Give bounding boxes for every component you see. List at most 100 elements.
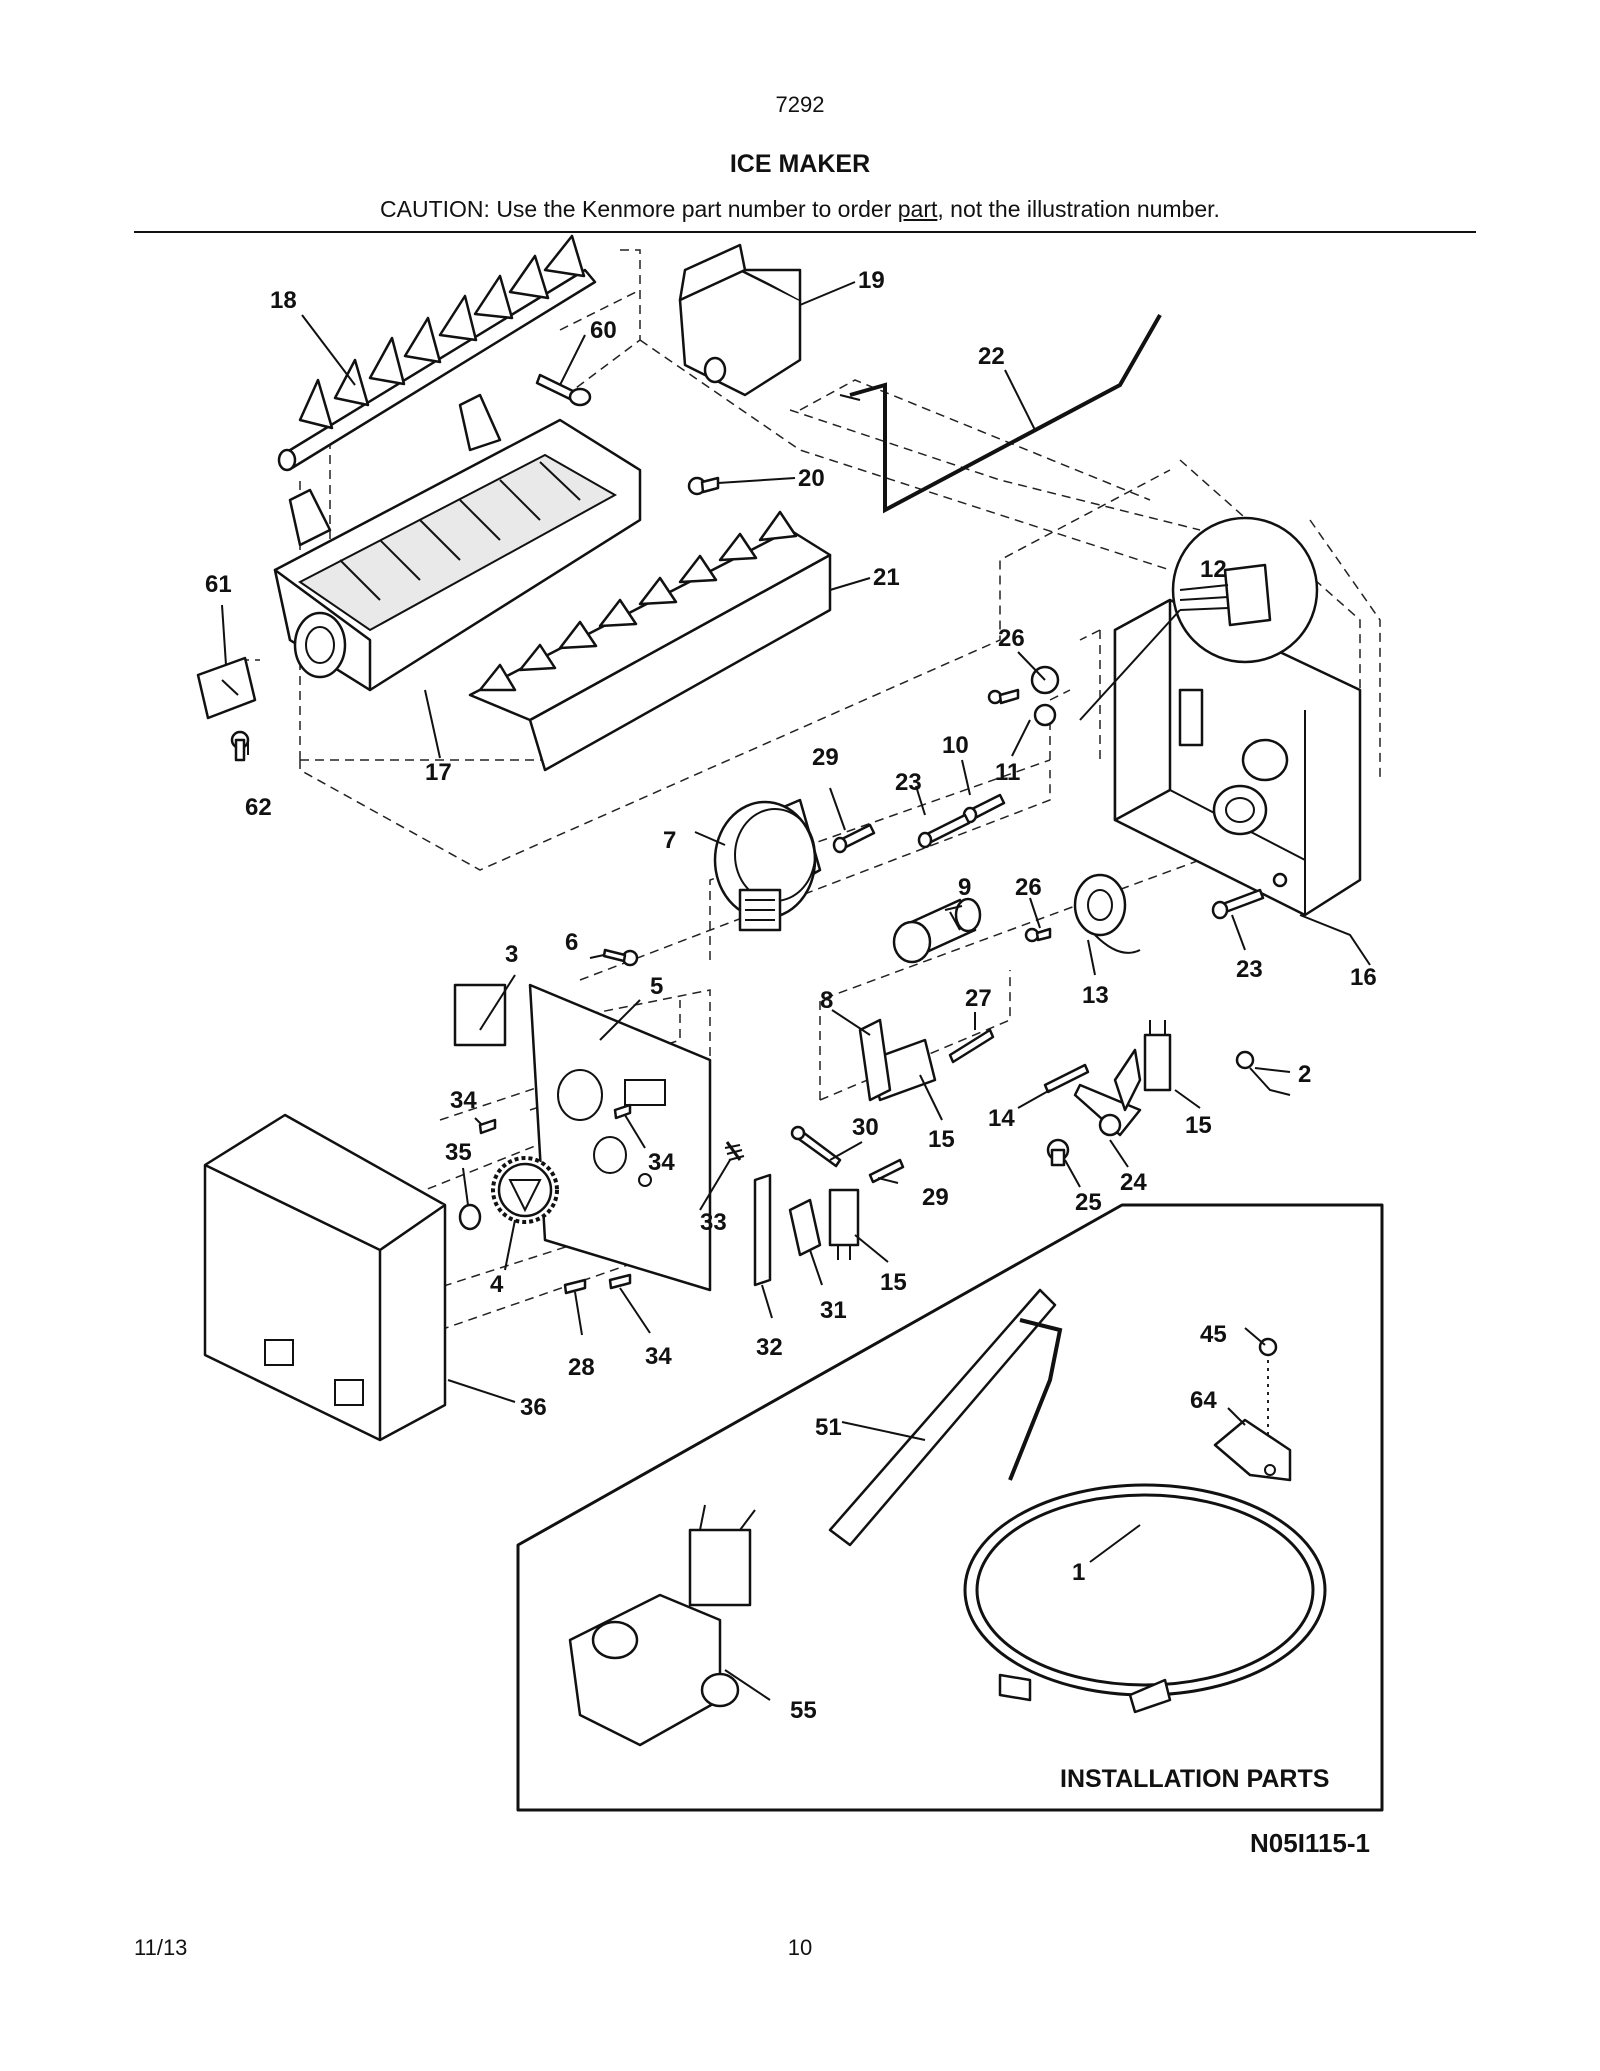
- lever-24-part: [1073, 1048, 1142, 1137]
- callout-60: 60: [590, 317, 617, 344]
- cover-31-part: [788, 1198, 822, 1257]
- drawing-code: N05I115-1: [1250, 1828, 1370, 1858]
- callout-23-right: 23: [1236, 956, 1263, 983]
- page-number: 10: [787, 1935, 813, 1960]
- callout-30: 30: [852, 1114, 879, 1141]
- callout-34-c: 34: [645, 1343, 672, 1370]
- caution-note: CAUTION: Use the Kenmore part number to …: [0, 196, 1600, 223]
- fill-tube-part: [1008, 1318, 1063, 1481]
- screw-34-a: [478, 1118, 497, 1135]
- callout-36: 36: [520, 1394, 547, 1421]
- callout-33: 33: [700, 1209, 727, 1236]
- thermostat-part: [892, 897, 982, 964]
- screw-29-lower: [868, 1158, 905, 1184]
- callout-29-upper: 29: [812, 744, 839, 771]
- screw-60-part: [535, 373, 592, 407]
- callout-19: 19: [858, 267, 885, 294]
- screw-14-part: [1043, 1063, 1090, 1094]
- callout-9: 9: [958, 874, 971, 901]
- caution-underlined-word: part: [897, 196, 938, 222]
- screw-23-right: [1211, 888, 1265, 920]
- callout-11: 11: [995, 759, 1020, 786]
- callout-15-lower: 15: [880, 1269, 907, 1296]
- installation-parts-title: INSTALLATION PARTS: [1060, 1765, 1329, 1793]
- screw-26-upper: [987, 688, 1020, 705]
- callout-45: 45: [1200, 1321, 1227, 1348]
- screw-30-part: [790, 1125, 842, 1168]
- spring-33-part: [724, 1141, 745, 1161]
- callout-34-b: 34: [648, 1149, 675, 1176]
- callout-labels: 18 60 19 22 20 21 61 62 17 12 26 10 11 2…: [205, 267, 1377, 1724]
- bracket-61-part: [196, 656, 257, 720]
- harness-plug-part: [1079, 516, 1319, 721]
- insulator-pad-part: [453, 983, 507, 1047]
- screw-34-b: [613, 1103, 632, 1120]
- callout-17: 17: [425, 759, 452, 786]
- callout-32: 32: [756, 1334, 783, 1361]
- callout-23-upper: 23: [895, 769, 922, 796]
- footer-date: 11/13: [134, 1935, 188, 1960]
- callout-24: 24: [1120, 1169, 1147, 1196]
- clip-11-part: [1030, 665, 1060, 727]
- switch-15-right: [1143, 1020, 1172, 1092]
- header-divider: [134, 231, 1476, 233]
- caution-text-end: , not the illustration number.: [937, 196, 1220, 222]
- callout-64: 64: [1190, 1387, 1217, 1414]
- callout-55: 55: [790, 1697, 817, 1724]
- shutoff-arm-part: [839, 314, 1162, 514]
- callout-29-lower: 29: [922, 1184, 949, 1211]
- valve-55-part: [568, 1504, 756, 1747]
- callout-15-right: 15: [1185, 1112, 1212, 1139]
- ejector-shaft-part: [277, 234, 597, 472]
- washer-35-part: [458, 1203, 482, 1231]
- callout-4: 4: [490, 1271, 504, 1298]
- housing-part: [1113, 598, 1362, 917]
- front-cover-part: [203, 1113, 447, 1442]
- stripper-part: [468, 510, 832, 772]
- callout-20: 20: [798, 465, 825, 492]
- mounting-plate-part: [528, 983, 712, 1292]
- screw-45-part: [1258, 1337, 1278, 1440]
- callout-6: 6: [565, 929, 578, 956]
- callout-18: 18: [270, 287, 297, 314]
- screw-25-part: [1046, 1138, 1070, 1167]
- callout-12: 12: [1200, 556, 1227, 583]
- callout-13: 13: [1082, 982, 1109, 1009]
- caution-text-start: CAUTION: Use the Kenmore part number to …: [380, 196, 898, 222]
- heater-part: [1073, 873, 1141, 954]
- callout-2: 2: [1298, 1061, 1311, 1088]
- installation-parts-box: [516, 1203, 1384, 1812]
- callout-25: 25: [1075, 1189, 1102, 1216]
- callout-28: 28: [568, 1354, 595, 1381]
- callout-14: 14: [988, 1105, 1015, 1132]
- callout-34-a: 34: [450, 1087, 477, 1114]
- callout-61: 61: [205, 571, 232, 598]
- strap-51-part: [828, 1288, 1057, 1547]
- page-title: ICE MAKER: [729, 150, 871, 178]
- callout-15-middle: 15: [928, 1126, 955, 1153]
- switch-8-part: [858, 1018, 937, 1102]
- motor-part: [713, 798, 822, 932]
- screw-62-part: [230, 730, 250, 762]
- callout-10: 10: [942, 732, 969, 759]
- screw-10-part: [962, 793, 1006, 824]
- callout-8: 8: [820, 987, 833, 1014]
- callout-62: 62: [245, 794, 272, 821]
- screw-6-part: [602, 948, 639, 967]
- screw-20-part: [687, 476, 720, 496]
- screw-23-upper: [917, 813, 971, 849]
- screw-28-part: [563, 1278, 587, 1295]
- callout-27: 27: [965, 985, 992, 1012]
- callout-21: 21: [873, 564, 900, 591]
- switch-15-lower: [828, 1188, 860, 1260]
- model-number: 7292: [775, 92, 825, 117]
- callout-35: 35: [445, 1139, 472, 1166]
- callout-1: 1: [1072, 1559, 1085, 1586]
- screw-34-c: [608, 1273, 632, 1290]
- ice-mold-part: [273, 393, 642, 692]
- drive-gear-part: [491, 1156, 559, 1224]
- callout-3: 3: [505, 941, 518, 968]
- callout-5: 5: [650, 973, 663, 1000]
- water-line-part: [963, 1483, 1327, 1714]
